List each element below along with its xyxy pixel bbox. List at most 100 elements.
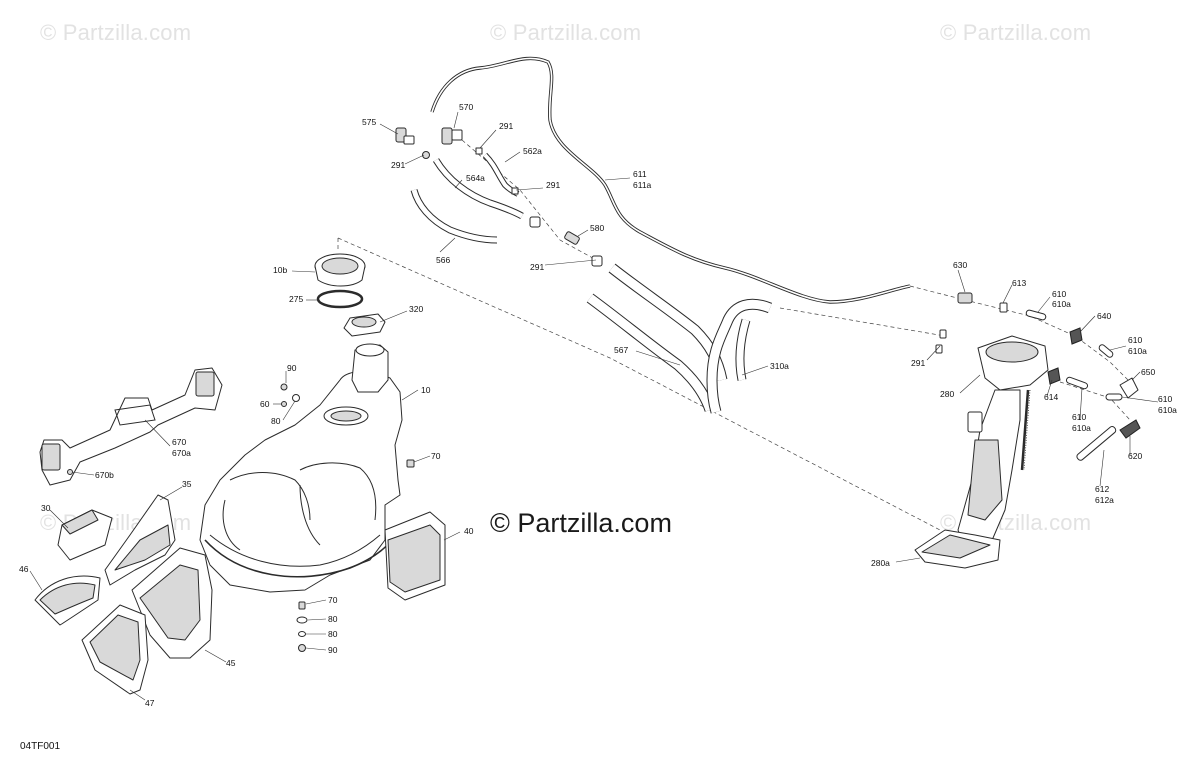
callout-640: 640 [1097,311,1111,321]
lock-ring-10b [314,253,366,287]
callout-280a: 280a [871,558,890,568]
assembly-line-right-chain [909,285,1131,383]
callout-630: 630 [953,260,967,270]
washer-80-bot2 [298,631,306,637]
filler-cap-320 [343,313,386,337]
callout-70-bot: 70 [328,595,338,605]
tee-650 [1119,377,1139,399]
connector-630 [957,292,973,304]
screw-90-bot [298,644,306,652]
callout-30: 30 [41,503,51,513]
callout-650: 650 [1141,367,1155,377]
callout-310a: 310a [770,361,789,371]
callout-620: 620 [1128,451,1142,461]
callout-280: 280 [940,389,954,399]
callout-564a: 564a [466,173,485,183]
callout-46: 46 [19,564,29,574]
callout-291-left: 291 [391,160,405,170]
seal-275 [316,289,364,309]
callout-610-2: 610 [1128,335,1142,345]
callout-566: 566 [436,255,450,265]
callout-567: 567 [614,345,628,355]
washer-80-bot1 [296,616,308,624]
callout-612a: 612a [1095,495,1114,505]
check-valve-640 [1069,327,1083,345]
callout-670a: 670a [172,448,191,458]
hose-612 [1076,426,1117,461]
partzilla-logo: © Partzilla.com [490,508,672,538]
fuel-tank-10 [199,343,403,593]
callout-275: 275 [289,294,303,304]
callout-610a-1: 610a [1052,299,1071,309]
watermark-top-left: © Partzilla.com [40,20,192,45]
callout-670: 670 [172,437,186,447]
callout-610-1: 610 [1052,289,1066,299]
filter-620 [1119,419,1141,439]
fitting-614 [1047,367,1061,385]
clamp-613 [999,302,1008,313]
callout-610-4: 610 [1158,394,1172,404]
screw-70-top [406,459,415,468]
panel-47 [81,604,149,695]
hose-610-4 [1105,393,1123,401]
screw-70-bot [298,601,306,610]
callout-291-right: 291 [911,358,925,368]
callout-10b: 10b [273,265,287,275]
fitting-580 [529,216,603,267]
callout-40: 40 [464,526,474,536]
callout-610a-2: 610a [1128,346,1147,356]
callout-10: 10 [421,385,431,395]
callout-35: 35 [182,479,192,489]
panel-45 [131,547,213,659]
bracket-670 [39,367,223,486]
callout-47: 47 [145,698,155,708]
leader-lines [29,111,1159,701]
callout-80-bot2: 80 [328,629,338,639]
callout-610-3: 610 [1072,412,1086,422]
callout-670b: 670b [95,470,114,480]
fitting-570 [441,127,519,195]
callouts: 575 570 291 291 562a 291 564a 580 291 56… [19,102,1177,708]
fuel-pump-280 [957,335,1049,549]
callout-562a: 562a [523,146,542,156]
hose-610-3 [1065,376,1089,390]
clamp-291-right [935,329,947,354]
callout-611: 611 [633,169,647,179]
screw-90-top [280,383,288,391]
callout-80-bot1: 80 [328,614,338,624]
watermark-top-right: © Partzilla.com [940,20,1092,45]
screw-60 [281,401,287,407]
assembly-line-tank-to-pump [337,237,941,531]
callout-291-top: 291 [499,121,513,131]
callout-80-top: 80 [271,416,281,426]
panel-30 [57,509,113,561]
callout-60: 60 [260,399,270,409]
callout-45: 45 [226,658,236,668]
callout-613: 613 [1012,278,1026,288]
callout-291-low: 291 [530,262,544,272]
fitting-575 [395,127,430,159]
callout-291-mid: 291 [546,180,560,190]
callout-610a-4: 610a [1158,405,1177,415]
callout-610a-3: 610a [1072,423,1091,433]
callout-90-top: 90 [287,363,297,373]
drawing-code: 04TF001 [20,741,61,752]
panel-40 [384,511,446,601]
callout-580: 580 [590,223,604,233]
panel-35 [104,494,176,586]
callout-575: 575 [362,117,376,127]
callout-614: 614 [1044,392,1058,402]
hose-610-1 [1025,309,1047,321]
callout-570: 570 [459,102,473,112]
hose-610-2 [1098,344,1114,358]
callout-320: 320 [409,304,423,314]
pump-tray-280a [914,529,1001,569]
callout-70-top: 70 [431,451,441,461]
panel-46 [34,575,101,626]
callout-90-bot: 90 [328,645,338,655]
watermark-top-center: © Partzilla.com [490,20,642,45]
washer-80-top [292,394,300,402]
callout-612: 612 [1095,484,1109,494]
